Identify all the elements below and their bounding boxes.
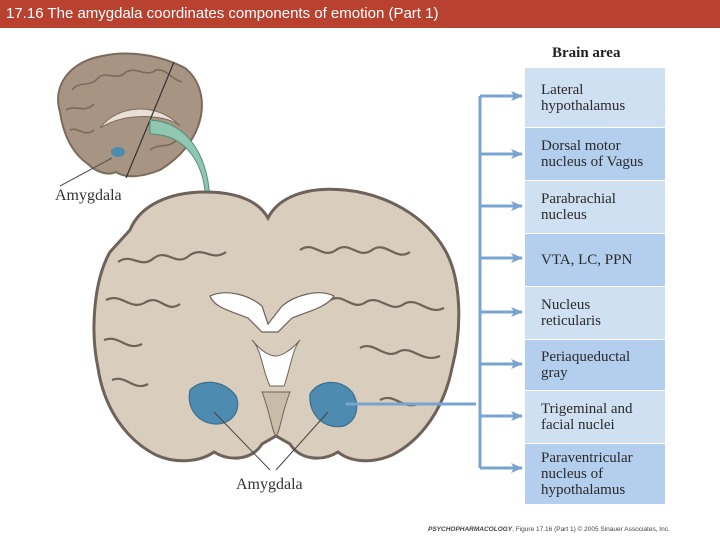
coronal-amygdala-right [309,381,358,428]
credit-publication: PSYCHOPHARMACOLOGY [428,526,513,533]
coronal-brain [92,187,461,463]
connector [346,91,523,473]
amygdala-pointer-top [59,157,113,187]
title-bar: 17.16 The amygdala coordinates component… [0,0,720,28]
coronal-amygdala-left [188,381,239,425]
brain-area-label: Trigeminal and facial nuclei [541,401,633,433]
slide-title: 17.16 The amygdala coordinates component… [6,5,439,22]
credit-text: , Figure 17.16 (Part 1) © 2005 Sinauer A… [512,526,670,533]
amygdala-pointer-right [275,411,329,471]
brain-area-box: Paraventricular nucleus of hypothalamus [525,444,665,504]
brain-area-label: Dorsal motor nucleus of Vagus [541,138,644,170]
brain-area-box: Dorsal motor nucleus of Vagus [525,128,665,180]
brain-area-label: Periaqueductal gray [541,349,631,381]
figure-credit: PSYCHOPHARMACOLOGY, Figure 17.16 (Part 1… [428,526,670,533]
brain-area-box: Periaqueductal gray [525,340,665,390]
brain-area-label: VTA, LC, PPN [541,252,633,268]
brain-area-box: Lateral hypothalamus [525,68,665,127]
brain-area-box: Nucleus reticularis [525,287,665,339]
brain-area-box: Trigeminal and facial nuclei [525,391,665,443]
brain-area-box: VTA, LC, PPN [525,234,665,286]
brain-area-label: Paraventricular nucleus of hypothalamus [541,450,633,498]
brain-area-label: Lateral hypothalamus [541,81,626,114]
sagittal-amygdala [111,147,125,157]
brain-area-box: Parabrachial nucleus [525,181,665,233]
amygdala-label-bottom: Amygdala [236,476,303,493]
sagittal-brain [57,52,203,187]
brain-area-label: Parabrachial nucleus [541,191,616,223]
brain-area-heading: Brain area [552,45,621,61]
amygdala-label-top: Amygdala [55,187,122,204]
brain-area-label: Nucleus reticularis [541,297,601,329]
amygdala-pointer-left [213,411,271,471]
